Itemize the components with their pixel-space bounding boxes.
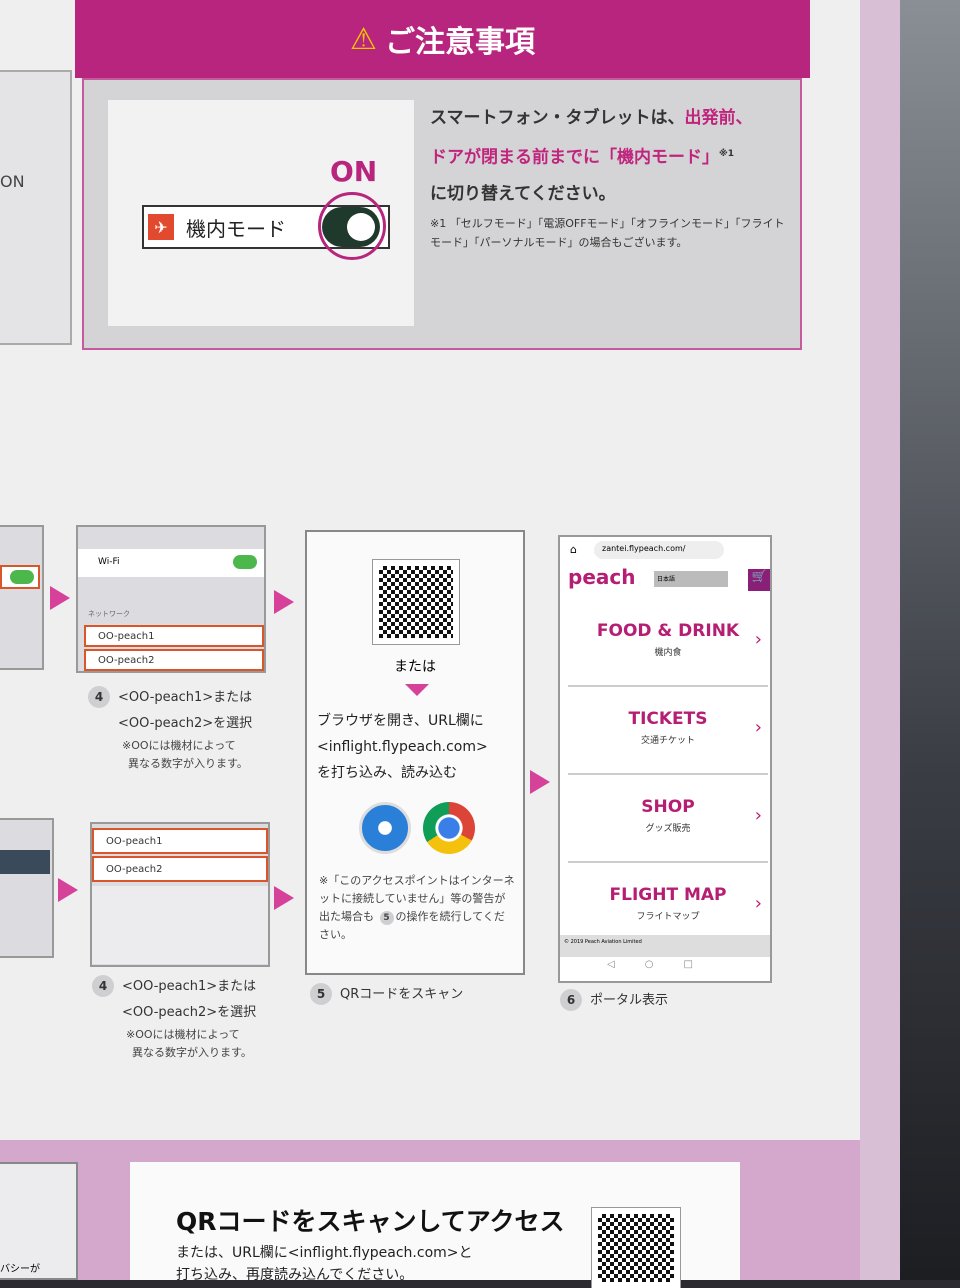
arrow-right bbox=[274, 590, 294, 614]
cart-icon: 🛒 bbox=[748, 569, 770, 591]
step4-phone-a: Wi-Fi ネットワーク OO-peach1 OO-peach2 bbox=[76, 525, 266, 673]
network-item: OO-peach1 bbox=[84, 625, 264, 647]
step3-phone-partial bbox=[0, 525, 44, 670]
home-icon: ⌂ bbox=[570, 543, 577, 556]
step4-caption-a: 4<OO-peach1>または <OO-peach2>を選択 ※OOには機材によ… bbox=[88, 685, 252, 773]
airplane-mode-label: 機内モード bbox=[186, 216, 286, 241]
arrow-right bbox=[530, 770, 550, 794]
down-arrow bbox=[405, 684, 429, 696]
qr-access-title: QRコードをスキャンしてアクセス bbox=[176, 1207, 565, 1236]
caution-footnote: ※1 「セルフモード」「電源OFFモード」「オフラインモード」「フライトモード」… bbox=[430, 217, 785, 249]
step4-phone-b: OO-peach1 OO-peach2 bbox=[90, 822, 270, 967]
chrome-icon bbox=[423, 802, 475, 854]
step5-panel: または ブラウザを開き、URL欄に<inflight.flypeach.com>… bbox=[305, 530, 525, 975]
step5-warning: ※「このアクセスポイントはインターネットに接続していません」等の警告が出た場合も… bbox=[319, 874, 515, 941]
portal-screen: ⌂ zantei.flypeach.com/ peach 日本語 🛒 FOOD … bbox=[558, 535, 772, 983]
bottom-left-partial: バシーが bbox=[0, 1162, 78, 1280]
step4-caption-b: 4<OO-peach1>または <OO-peach2>を選択 ※OOには機材によ… bbox=[92, 974, 256, 1062]
step3-phone-partial-b bbox=[0, 818, 54, 958]
caution-text: スマートフォン・タブレットは、出発前、 ドアが閉まる前までに「機内モード」※1 … bbox=[430, 108, 753, 204]
network-item: OO-peach2 bbox=[84, 649, 264, 671]
url-bar: zantei.flypeach.com/ bbox=[594, 541, 724, 559]
android-nav-bar: ◁○□ bbox=[607, 959, 723, 970]
qr-access-text: または、URL欄に<inflight.flypeach.com>と打ち込み、再度… bbox=[176, 1245, 473, 1283]
qr-code bbox=[372, 559, 460, 645]
qr-code bbox=[591, 1207, 681, 1288]
wifi-toggle bbox=[233, 555, 257, 569]
network-item: OO-peach1 bbox=[92, 828, 268, 854]
step5-instructions: ブラウザを開き、URL欄に<inflight.flypeach.com>を打ち込… bbox=[317, 713, 488, 781]
on-text: ON bbox=[0, 172, 25, 191]
background bbox=[900, 0, 960, 1280]
arrow-right bbox=[50, 586, 70, 610]
safari-icon bbox=[359, 802, 411, 854]
airplane-icon: ✈ bbox=[148, 214, 174, 240]
on-label: ON bbox=[330, 155, 378, 188]
left-partial-panel: ON bbox=[0, 70, 72, 345]
network-item: OO-peach2 bbox=[92, 856, 268, 882]
arrow-right bbox=[58, 878, 78, 902]
qr-access-box: QRコードをスキャンしてアクセス または、URL欄に<inflight.flyp… bbox=[130, 1162, 740, 1288]
copyright: © 2019 Peach Aviation Limited bbox=[560, 935, 770, 957]
caution-header: ⚠ご注意事項 bbox=[75, 0, 810, 78]
or-label: または bbox=[394, 659, 436, 675]
peach-logo: peach bbox=[568, 565, 636, 589]
warning-icon: ⚠ bbox=[350, 21, 377, 57]
highlight-circle bbox=[318, 192, 386, 260]
network-label: ネットワーク bbox=[88, 610, 130, 618]
language-select: 日本語 bbox=[654, 571, 728, 587]
poster-border bbox=[860, 0, 900, 1280]
arrow-right bbox=[274, 886, 294, 910]
caution-title: ご注意事項 bbox=[384, 25, 535, 60]
